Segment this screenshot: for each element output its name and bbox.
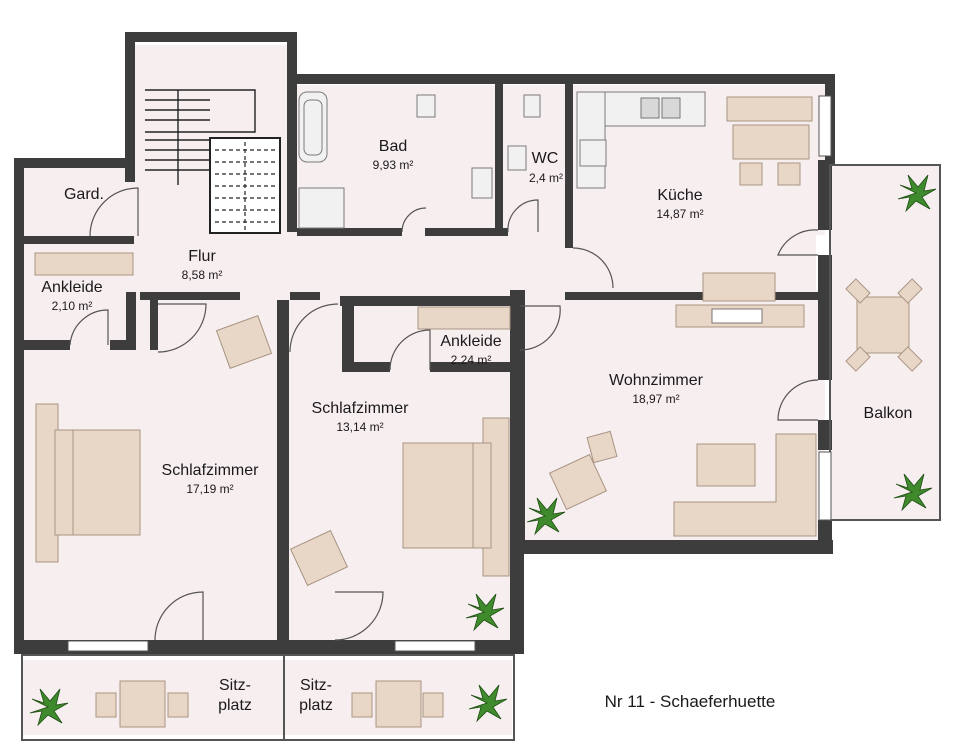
garderobe-label: Gard. (64, 186, 104, 203)
sitzplatz-right-line2: platz (299, 697, 333, 714)
schlafzimmer-large-area: 17,19 m² (186, 482, 233, 496)
sitzplatz-left-line1: Sitz- (219, 677, 251, 694)
living-furniture (548, 272, 817, 537)
plants (29, 174, 937, 727)
ankleide-left-area: 2,10 m² (52, 299, 93, 313)
windows (67, 95, 832, 652)
bad-label: Bad (379, 138, 407, 155)
outdoor-furniture (95, 278, 923, 728)
kueche-area: 14,87 m² (656, 207, 703, 221)
staircase (145, 89, 281, 234)
wc-area: 2,4 m² (529, 171, 563, 185)
bedroom-furniture (34, 252, 511, 587)
wc-label: WC (532, 150, 559, 167)
flur-area: 8,58 m² (182, 268, 223, 282)
ankleide-left-label: Ankleide (41, 279, 102, 296)
kueche-label: Küche (657, 187, 702, 204)
kitchen-furniture (576, 91, 813, 189)
schlafzimmer-mid-label: Schlafzimmer (312, 400, 410, 417)
sitzplatz-left-line2: platz (218, 697, 252, 714)
sitzplatz-right-line1: Sitz- (300, 677, 332, 694)
wohnzimmer-label: Wohnzimmer (609, 372, 704, 389)
schlafzimmer-large-label: Schlafzimmer (162, 462, 260, 479)
plan-caption: Nr 11 - Schaeferhuette (605, 692, 776, 711)
ankleide-mid-area: 2,24 m² (451, 353, 492, 367)
flur-label: Flur (188, 248, 216, 265)
bathroom-fixtures (298, 91, 541, 229)
room-labels: Bad 9,93 m² WC 2,4 m² Küche 14,87 m² Gar… (41, 138, 912, 714)
schlafzimmer-mid-area: 13,14 m² (336, 420, 383, 434)
doors (69, 187, 819, 641)
bad-area: 9,93 m² (373, 158, 414, 172)
wohnzimmer-area: 18,97 m² (632, 392, 679, 406)
balkon-label: Balkon (864, 405, 913, 422)
ankleide-mid-label: Ankleide (440, 333, 501, 350)
